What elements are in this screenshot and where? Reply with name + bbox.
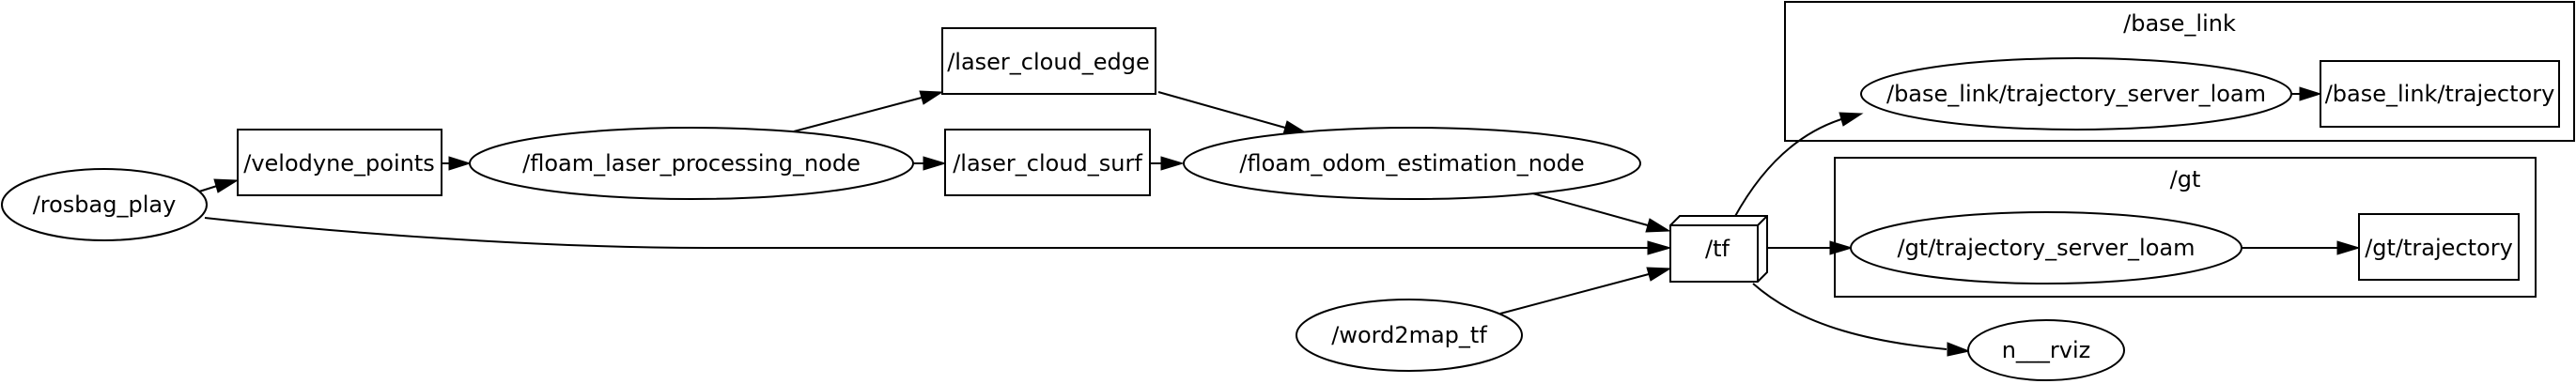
- arrowhead: [2336, 240, 2361, 255]
- node-box: [941, 27, 1156, 95]
- node-ellipse: [1183, 127, 1641, 200]
- arrowhead: [919, 90, 944, 105]
- edges: [198, 86, 2361, 357]
- node-tf[interactable]: /tf: [1669, 215, 1768, 283]
- node-box3d-edges: [1670, 215, 1768, 282]
- node-ellipse: [1860, 57, 2292, 131]
- edge-rosbag-to-velodyne: [198, 185, 218, 192]
- node-base-link-trajectory[interactable]: /base_link/trajectory: [2320, 60, 2560, 128]
- node-label: /floam_laser_processing_node: [522, 150, 861, 177]
- edge-tf-to-rviz: [1752, 283, 1948, 350]
- node-box: [2320, 60, 2560, 128]
- edge-odom-to-tf: [1529, 192, 1649, 226]
- node-box: [237, 129, 442, 196]
- node-label: /tf: [1705, 236, 1730, 262]
- node-rviz[interactable]: n___rviz: [1967, 319, 2125, 381]
- node-label: /base_link/trajectory_server_loam: [1886, 81, 2266, 107]
- node-floam-odom-estimation[interactable]: /floam_odom_estimation_node: [1183, 127, 1641, 200]
- node-word2map-tf[interactable]: /word2map_tf: [1296, 299, 1523, 372]
- node-label: /gt/trajectory: [2365, 235, 2513, 261]
- node-label: /rosbag_play: [33, 192, 177, 218]
- node-gt-trajectory-server[interactable]: /gt/trajectory_server_loam: [1850, 211, 2242, 284]
- node-label: /laser_cloud_edge: [947, 49, 1150, 75]
- arrowhead: [1829, 240, 1854, 255]
- node-label: /floam_odom_estimation_node: [1239, 150, 1584, 177]
- node-ellipse: [469, 127, 914, 200]
- node-ellipse: [1, 168, 208, 241]
- node-laser-cloud-edge[interactable]: /laser_cloud_edge: [941, 27, 1156, 95]
- node-base-link-trajectory-server[interactable]: /base_link/trajectory_server_loam: [1860, 57, 2292, 131]
- node-label: /laser_cloud_surf: [953, 150, 1142, 177]
- node-gt-trajectory[interactable]: /gt/trajectory: [2358, 213, 2520, 281]
- arrowhead: [1645, 218, 1671, 233]
- arrowhead: [923, 156, 947, 171]
- arrowhead: [1160, 156, 1185, 171]
- node-rosbag-play[interactable]: /rosbag_play: [1, 168, 208, 241]
- edge-tf-to-base-link-server: [1733, 118, 1842, 219]
- edge-edge-to-odom: [1157, 91, 1286, 129]
- node-label: n___rviz: [2002, 337, 2091, 363]
- arrowhead: [1839, 112, 1864, 127]
- arrowhead: [1947, 342, 1971, 357]
- arrowhead: [448, 156, 472, 171]
- edge-word2map-to-tf: [1499, 273, 1650, 315]
- node-label: /word2map_tf: [1331, 322, 1487, 348]
- node-ellipse: [1850, 211, 2242, 284]
- node-label: /velodyne_points: [243, 150, 435, 177]
- node-label: /gt/trajectory_server_loam: [1897, 235, 2195, 261]
- edge-processing-to-edge: [793, 97, 923, 132]
- arrowhead: [2299, 86, 2322, 101]
- arrowhead: [1647, 240, 1672, 255]
- node-floam-laser-processing[interactable]: /floam_laser_processing_node: [469, 127, 914, 200]
- arrowhead: [1646, 267, 1672, 282]
- arrowhead: [213, 178, 240, 193]
- node-ellipse: [1296, 299, 1523, 372]
- node-box: [944, 129, 1151, 196]
- node-laser-cloud-surf[interactable]: /laser_cloud_surf: [944, 129, 1151, 196]
- cluster-gt-label: /gt: [2170, 166, 2201, 192]
- edge-rosbag-to-tf: [204, 217, 1648, 249]
- node-label: /base_link/trajectory: [2325, 81, 2555, 107]
- node-ellipse: [1967, 319, 2125, 381]
- cluster-base-link-label: /base_link: [2123, 10, 2236, 37]
- node-box: [2358, 213, 2520, 281]
- node-velodyne-points[interactable]: /velodyne_points: [237, 129, 442, 196]
- node-box3d: [1669, 215, 1768, 283]
